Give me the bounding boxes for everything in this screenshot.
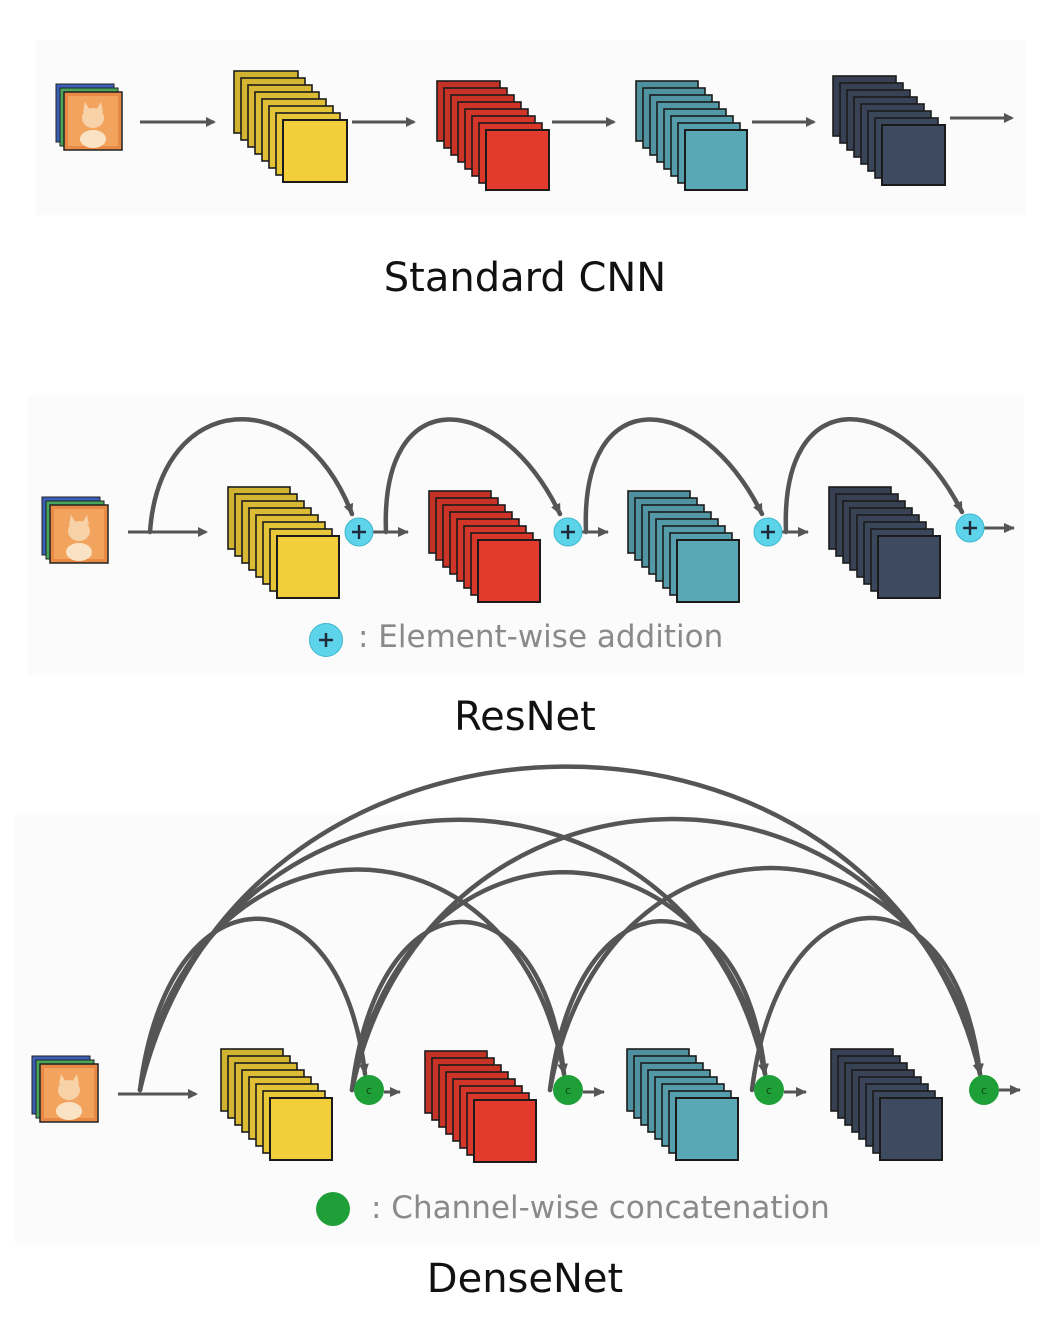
input-image-resnet [41, 496, 109, 564]
concat-node-densenet-1: c [553, 1075, 583, 1105]
skip-arc-resnet-3 [783, 417, 965, 535]
input-image-standard-cnn [55, 83, 123, 151]
block-resnet-red [428, 490, 541, 603]
caption-densenet: DenseNet [426, 1256, 624, 1302]
skip-arc-resnet-1 [383, 417, 563, 535]
block-resnet-navy [828, 486, 941, 599]
block-resnet-yellow [227, 486, 340, 599]
concat-node-densenet-2: c [754, 1075, 784, 1105]
plus-node-resnet-0 [344, 517, 374, 547]
block-densenet-teal [626, 1048, 739, 1161]
plus-node-resnet-1 [553, 517, 583, 547]
caption-resnet: ResNet [454, 694, 596, 740]
skip-arc-resnet-2 [583, 417, 765, 535]
block-densenet-yellow [220, 1048, 333, 1161]
block-standard-teal [635, 80, 748, 191]
concat-node-densenet-0: c [354, 1075, 384, 1105]
block-standard-red [436, 80, 550, 191]
block-resnet-teal [627, 490, 740, 603]
plus-circle-icon [309, 623, 343, 657]
block-densenet-red [424, 1050, 537, 1163]
legend-text-addition: : Element-wise addition [358, 619, 724, 655]
skip-arc-resnet-0 [147, 416, 355, 535]
dense-arc-0-0 [137, 916, 369, 1093]
plus-node-resnet-3 [955, 513, 985, 543]
svg-text:c: c [981, 1084, 987, 1097]
caption-standard-cnn: Standard CNN [383, 255, 667, 301]
block-densenet-navy [830, 1048, 943, 1161]
concat-node-densenet-3: c [969, 1075, 999, 1105]
panel-background-densenet [15, 815, 1040, 1245]
block-standard-navy [832, 75, 946, 186]
legend-text-concatenation: : Channel-wise concatenation [371, 1190, 830, 1226]
dense-arc-1-1 [349, 919, 568, 1093]
input-image-densenet [31, 1055, 99, 1123]
svg-text:c: c [766, 1084, 772, 1097]
dense-arc-2-3 [547, 865, 984, 1093]
dense-arc-3-3 [749, 915, 984, 1093]
svg-text:c: c [565, 1084, 571, 1097]
svg-text:c: c [366, 1084, 372, 1097]
concat-circle-icon [316, 1192, 350, 1226]
plus-node-resnet-2 [753, 517, 783, 547]
block-standard-yellow [233, 70, 348, 183]
dense-arc-2-2 [547, 919, 769, 1093]
